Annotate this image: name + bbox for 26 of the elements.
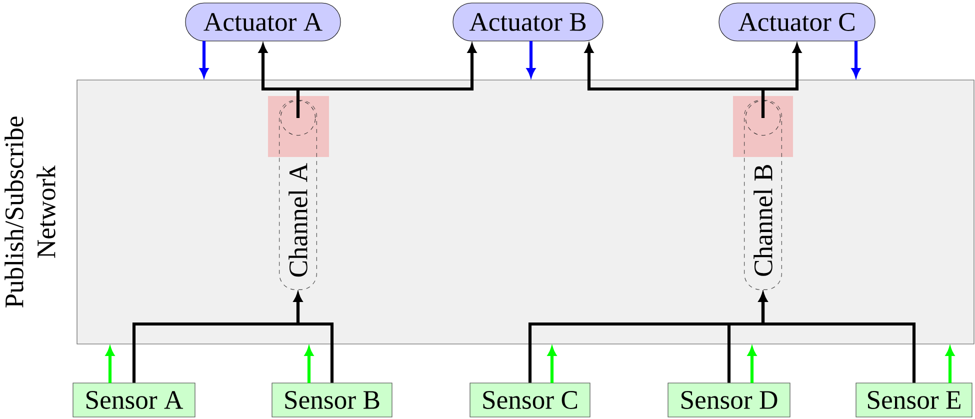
- arrow: [526, 41, 536, 77]
- actuator-box: Actuator B: [452, 2, 604, 42]
- arrow: [296, 44, 476, 118]
- actuator-box: Actuator A: [185, 2, 341, 42]
- sensor-box: Sensor B: [272, 382, 392, 418]
- arrow: [304, 347, 314, 383]
- sensor-box: Sensor E: [856, 382, 972, 418]
- arrow: [758, 292, 916, 383]
- sensor-box: Sensor C: [470, 382, 590, 418]
- channel-box: Channel B: [744, 100, 782, 290]
- arrow: [294, 292, 334, 383]
- arrow: [761, 44, 802, 118]
- sensor-box: Sensor D: [668, 382, 790, 418]
- channel-box: Channel A: [279, 100, 317, 290]
- arrow: [548, 347, 556, 383]
- arrow: [852, 41, 860, 77]
- junction-circle: [280, 100, 316, 136]
- junction-circle: [745, 100, 781, 136]
- arrow: [946, 347, 954, 383]
- network-box: [76, 80, 974, 344]
- arrow: [106, 347, 114, 383]
- arrow: [200, 41, 208, 77]
- network-heading: Publish/Subscribe Network: [4, 116, 56, 308]
- actuator-box: Actuator C: [718, 2, 876, 42]
- arrow: [748, 347, 756, 383]
- sensor-box: Sensor A: [72, 382, 196, 418]
